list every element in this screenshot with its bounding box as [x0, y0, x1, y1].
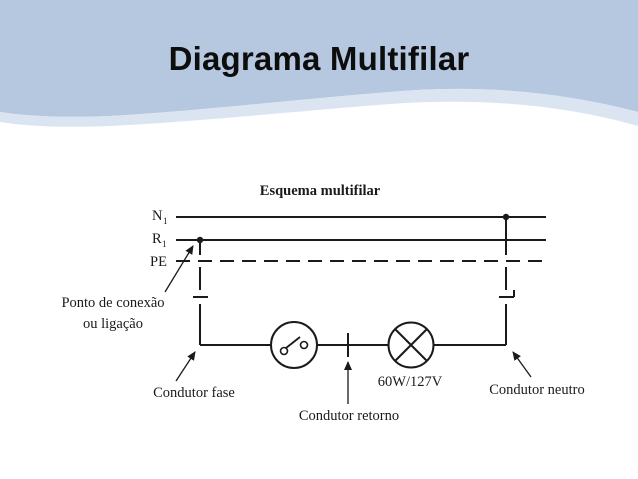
connection-point-label-line2: ou ligação [83, 316, 143, 332]
conductor-pe-label: PE [150, 254, 167, 270]
conductor-r1-label: R 1 [152, 231, 167, 249]
return-conductor-label: Condutor retorno [299, 408, 399, 424]
phase-drop-wire [193, 240, 208, 345]
slide-title: Diagrama Multifilar [168, 40, 470, 77]
phase-conductor-label: Condutor fase [153, 385, 235, 401]
lamp-icon [387, 321, 435, 369]
connection-point-arrow [164, 245, 194, 293]
banner-wave [0, 0, 638, 117]
connection-point-label-line1: Ponto de conexão [61, 295, 164, 311]
conductor-n-name: N [152, 208, 163, 224]
banner-wave-highlight [0, 88, 638, 127]
conductor-n-subscript: 1 [163, 216, 168, 226]
lamp-rating-label: 60W/127V [378, 374, 443, 390]
circuit-bottom-wire [200, 333, 506, 357]
neutral-drop-wire [499, 217, 515, 345]
switch-icon [270, 321, 318, 369]
diagram-heading: Esquema multifilar [260, 183, 381, 199]
neutral-conductor-label: Condutor neutro [489, 382, 584, 398]
conductor-r-subscript: 1 [162, 239, 167, 249]
title-banner [0, 0, 638, 127]
phase-conductor-arrow [175, 351, 196, 382]
conductor-r-name: R [152, 231, 162, 247]
neutral-conductor-arrow [512, 351, 532, 378]
conductor-n1-label: N 1 [152, 208, 168, 226]
